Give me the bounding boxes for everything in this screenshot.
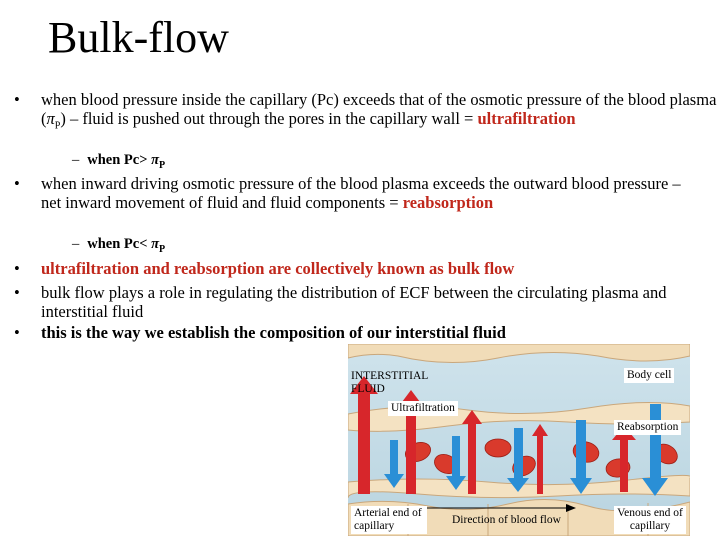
- bullet-text: bulk flow plays a role in regulating the…: [41, 283, 667, 321]
- blue-arrow-down-1: [384, 440, 404, 488]
- bullet-text-part1: when blood pressure inside the capillary…: [41, 90, 717, 128]
- pi-symbol: π: [151, 236, 160, 252]
- pi-subscript: P: [159, 243, 166, 255]
- blue-arrow-down-4: [570, 420, 592, 494]
- pi-symbol: π: [46, 109, 55, 128]
- bullet-text: when blood pressure inside the capillary…: [41, 90, 720, 135]
- direction-of-flow-label: Direction of blood flow: [452, 514, 561, 526]
- sub-bullet-text: when Pc<: [87, 236, 152, 252]
- sub-bullet-pc-less: –when Pc< πP: [72, 235, 165, 259]
- blue-arrow-down-2: [446, 436, 466, 490]
- bullet-marker: •: [14, 90, 20, 109]
- ultrafiltration-term: ultrafiltration: [477, 109, 576, 128]
- reabsorption-term: reabsorption: [402, 193, 494, 212]
- bullet-text-part2: ) – fluid is pushed out through the pore…: [60, 109, 478, 128]
- reabsorption-arrows: [384, 404, 668, 496]
- dash-marker: –: [72, 152, 80, 168]
- red-arrow-up-1: [350, 376, 378, 494]
- body-cell-label: Body cell: [624, 368, 675, 383]
- pi-subscript: P: [54, 120, 61, 132]
- sub-bullet-text: when Pc>: [87, 152, 152, 168]
- pi-subscript: P: [159, 159, 166, 171]
- bullet-text: this is the way we establish the composi…: [41, 323, 506, 342]
- red-arrow-up-2: [399, 390, 423, 494]
- bullet-text: ultrafiltration and reabsorption are col…: [41, 259, 515, 278]
- bullet-marker: •: [14, 174, 20, 193]
- reabsorption-label: Reabsorption: [614, 420, 682, 435]
- dash-marker: –: [72, 236, 80, 252]
- capillary-bulk-flow-figure: INTERSTITIAL FLUID Body cell Ultrafiltra…: [348, 344, 690, 536]
- venous-end-label: Venous end of capillary: [614, 506, 686, 534]
- ultrafiltration-arrows: [350, 376, 548, 494]
- red-arrow-up-3: [462, 410, 482, 494]
- ultrafiltration-label: Ultrafiltration: [388, 401, 458, 416]
- interstitial-fluid-label: INTERSTITIAL FLUID: [351, 370, 428, 395]
- blue-arrow-down-3: [507, 428, 529, 492]
- bullet-text: when inward driving osmotic pressure of …: [41, 174, 701, 212]
- flow-direction-arrowhead: [566, 504, 576, 512]
- bullet-marker: •: [14, 323, 20, 342]
- pi-symbol: π: [151, 152, 160, 168]
- blue-arrow-down-5: [642, 404, 668, 496]
- top-tissue-cells: [348, 344, 690, 364]
- bullet-marker: •: [14, 259, 20, 278]
- page-title: Bulk-flow: [48, 13, 229, 62]
- bullet-text-part1: when inward driving osmotic pressure of …: [41, 174, 681, 212]
- red-arrow-up-4: [532, 424, 548, 494]
- arterial-end-label: Arterial end of capillary: [351, 506, 427, 534]
- sub-bullet-pc-greater: –when Pc> πP: [72, 151, 165, 175]
- bullet-marker: •: [14, 283, 20, 302]
- reabsorption-double-arrows: [612, 426, 636, 492]
